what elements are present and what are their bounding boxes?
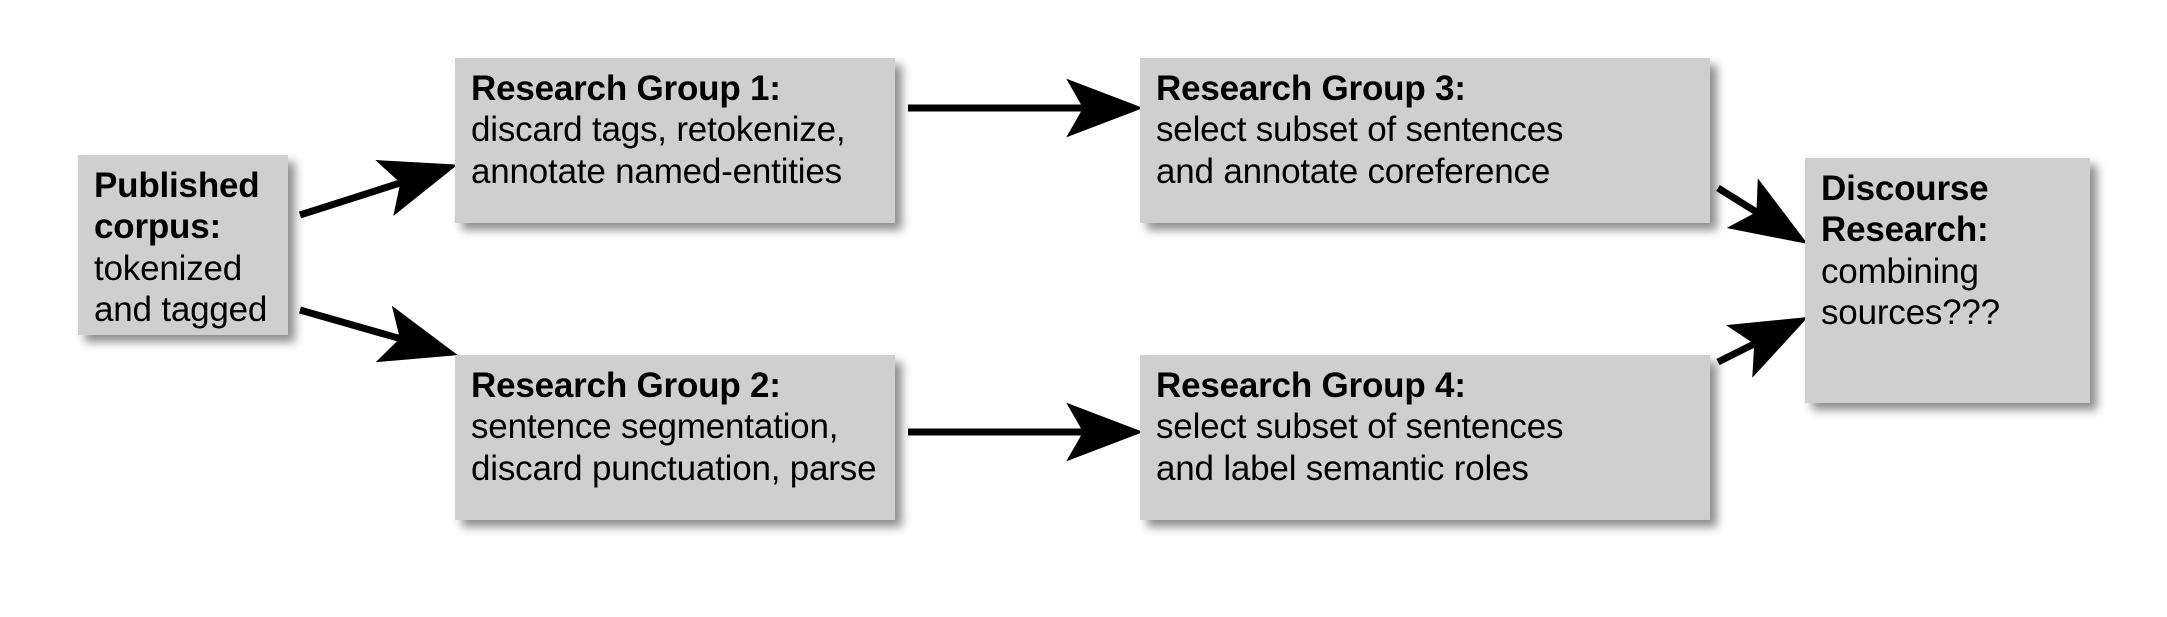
node-research-group-2-title: Research Group 2:: [471, 366, 781, 405]
node-published-corpus-title-line-2: corpus:: [94, 207, 221, 247]
node-research-group-1-body-line-1: discard tags, retokenize,: [471, 110, 846, 150]
node-research-group-1[interactable]: Research Group 1: discard tags, retokeni…: [455, 58, 895, 223]
node-research-group-1-body-line-2: annotate named-entities: [471, 151, 842, 191]
node-research-group-4-body-line-2: and label semantic roles: [1156, 448, 1529, 488]
edge-published-to-rg1: [298, 160, 458, 219]
node-research-group-2-body-line-2: discard punctuation, parse: [471, 448, 877, 488]
node-discourse-research-body-line-1: combining: [1821, 251, 1979, 291]
edge-rg4-to-discourse: [1716, 316, 1809, 378]
node-published-corpus-title-line-1: Published: [94, 166, 260, 205]
node-published-corpus-body-line-2: and tagged: [94, 289, 268, 329]
node-published-corpus-body-line-1: tokenized: [94, 248, 243, 288]
node-research-group-3-body-line-2: and annotate coreference: [1156, 151, 1551, 191]
edge-rg3-to-discourse: [1716, 178, 1808, 244]
node-research-group-4-title: Research Group 4:: [1156, 366, 1466, 405]
node-research-group-2[interactable]: Research Group 2: sentence segmentation,…: [455, 355, 895, 520]
node-discourse-research-title-line-1: Discourse: [1821, 169, 1989, 208]
edge-published-to-rg2: [299, 305, 458, 363]
node-published-corpus[interactable]: Published corpus: tokenized and tagged: [78, 155, 288, 335]
node-research-group-4-body-line-1: select subset of sentences: [1156, 407, 1564, 447]
node-discourse-research[interactable]: Discourse Research: combining sources???: [1805, 158, 2090, 403]
node-research-group-3[interactable]: Research Group 3: select subset of sente…: [1140, 58, 1710, 223]
node-discourse-research-title-line-2: Research:: [1821, 210, 1989, 250]
node-discourse-research-body-line-2: sources???: [1821, 292, 2000, 332]
node-research-group-3-title: Research Group 3:: [1156, 69, 1466, 108]
node-research-group-3-body-line-1: select subset of sentences: [1156, 110, 1564, 150]
node-research-group-1-title: Research Group 1:: [471, 69, 781, 108]
node-research-group-2-body-line-1: sentence segmentation,: [471, 407, 839, 447]
node-research-group-4[interactable]: Research Group 4: select subset of sente…: [1140, 355, 1710, 520]
